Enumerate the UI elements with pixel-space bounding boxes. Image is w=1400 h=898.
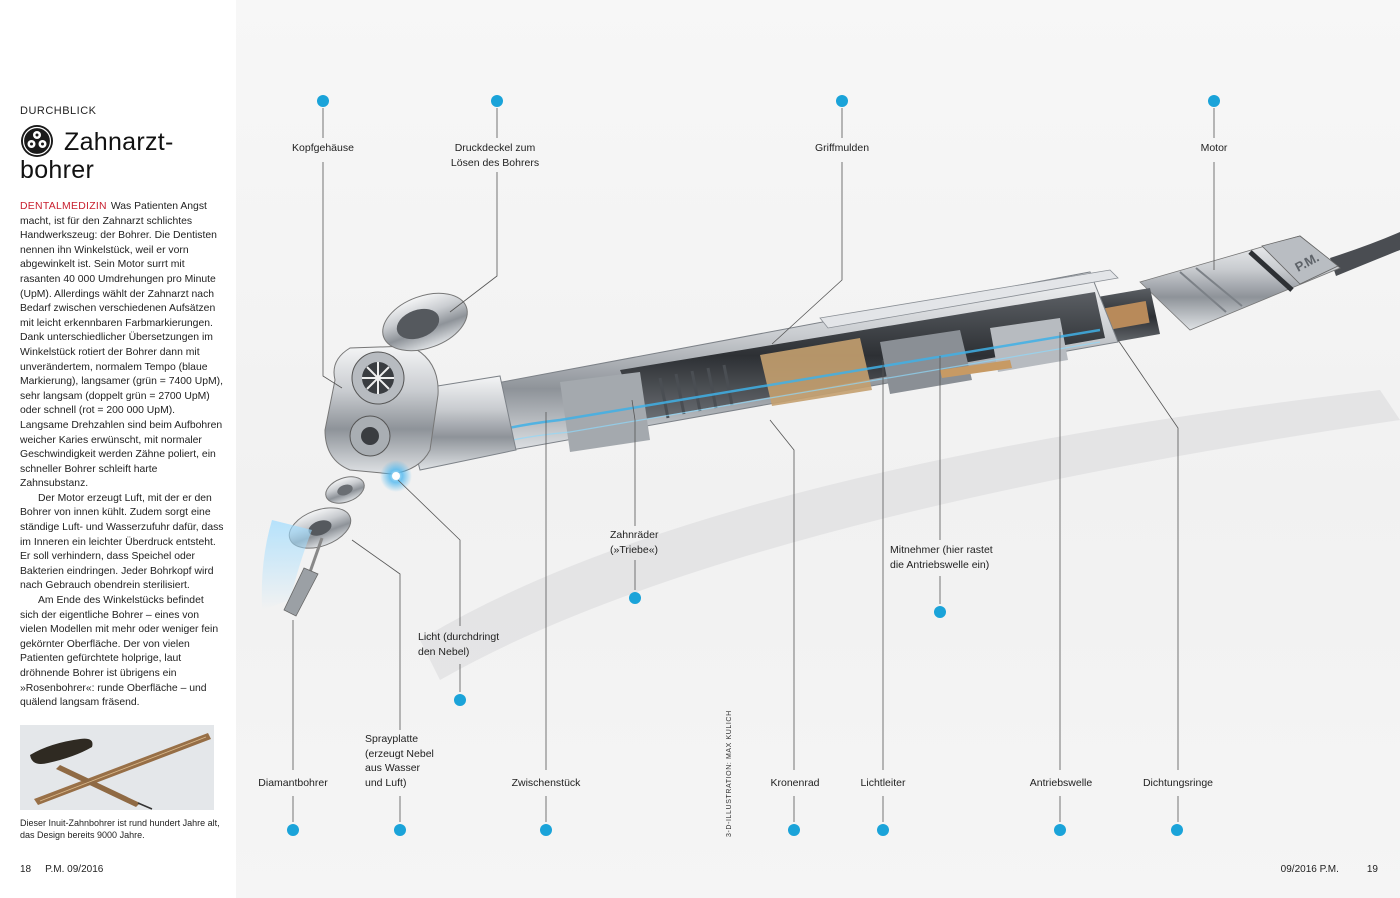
- department-label: DENTALMEDIZIN: [20, 201, 107, 212]
- label-zahnraeder: Zahnräder (»Triebe«): [610, 528, 658, 557]
- label-zahnraeder-line-1: Zahnräder: [610, 529, 659, 541]
- marker-dichtungsringe: [1171, 824, 1183, 836]
- label-licht-line-1: Licht (durchdringt: [418, 631, 500, 643]
- pressure-lid: [382, 292, 468, 352]
- handpiece-shadow: [420, 390, 1400, 680]
- magazine-issue-left: P.M. 09/2016: [45, 864, 104, 875]
- motor-cable: [1330, 232, 1400, 276]
- label-lichtleiter: Lichtleiter: [860, 777, 906, 789]
- body-paragraph-3: Am Ende des Winkelstücks befindet sich d…: [20, 595, 219, 709]
- footer-left: 18 P.M. 09/2016: [20, 864, 117, 875]
- marker-sprayplatte: [394, 824, 406, 836]
- label-zwischenstueck: Zwischenstück: [511, 777, 581, 789]
- marker-kopfgehaeuse: [317, 95, 329, 107]
- body-paragraph-1-text: Was Patienten Angst macht, ist für den Z…: [20, 201, 223, 490]
- marker-antriebswelle: [1054, 824, 1066, 836]
- spray-plate: [325, 476, 365, 504]
- label-sprayplatte-line-3: aus Wasser: [365, 762, 421, 774]
- marker-zahnraeder: [629, 592, 641, 604]
- motor-unit: P.M.: [1139, 235, 1341, 331]
- label-dichtungsringe: Dichtungsringe: [1142, 777, 1214, 789]
- label-licht: Licht (durchdringt den Nebel): [418, 630, 499, 659]
- marker-zwischenstueck: [540, 824, 552, 836]
- label-zahnraeder-line-2: (»Triebe«): [610, 543, 659, 556]
- photo-caption: Dieser Inuit-Zahnbohrer ist rund hundert…: [20, 818, 220, 840]
- footer-right: 09/2016 P.M. 19: [1281, 864, 1378, 875]
- label-kronenrad: Kronenrad: [770, 777, 820, 789]
- label-druckdeckel: Druckdeckel zum Lösen des Bohrers: [451, 141, 539, 170]
- light-source: [392, 472, 400, 480]
- handpiece-body: [469, 269, 1119, 453]
- page-number-left: 18: [20, 864, 32, 875]
- inuit-drill-photo: [20, 725, 214, 810]
- marker-diamantbohrer: [287, 824, 299, 836]
- label-griffmulden: Griffmulden: [814, 142, 870, 154]
- label-sprayplatte-line-2: (erzeugt Nebel: [365, 747, 434, 760]
- label-mitnehmer-line-1: Mitnehmer (hier rastet: [890, 544, 993, 556]
- label-sprayplatte-line-4: und Luft): [365, 776, 407, 789]
- label-mitnehmer: Mitnehmer (hier rastet die Antriebswelle…: [890, 543, 993, 572]
- label-druckdeckel-line-2: Lösen des Bohrers: [450, 156, 540, 169]
- label-diamantbohrer: Diamantbohrer: [258, 777, 328, 789]
- marker-kronenrad: [788, 824, 800, 836]
- label-mitnehmer-line-2: die Antriebswelle ein): [890, 558, 990, 571]
- marker-mitnehmer: [934, 606, 946, 618]
- diamond-bur: [283, 537, 324, 617]
- magazine-issue-right: 09/2016 P.M.: [1280, 864, 1339, 875]
- label-druckdeckel-line-1: Druckdeckel zum: [454, 142, 536, 154]
- body-paragraph-2: Der Motor erzeugt Luft, mit der er den B…: [20, 492, 224, 592]
- marker-lichtleiter: [877, 824, 889, 836]
- label-motor: Motor: [1200, 142, 1228, 154]
- section-kicker: DURCHBLICK: [20, 105, 97, 117]
- article-title-line-1: Zahnarzt-: [64, 128, 174, 156]
- marker-griffmulden: [836, 95, 848, 107]
- article-title-line-2: bohrer: [20, 156, 95, 184]
- spray-mist: [261, 520, 312, 610]
- label-licht-line-2: den Nebel): [418, 645, 470, 658]
- label-antriebswelle: Antriebswelle: [1029, 777, 1093, 789]
- callout-markers: [287, 95, 1220, 836]
- head-housing: [324, 345, 439, 475]
- label-kopfgehaeuse: Kopfgehäuse: [292, 142, 354, 154]
- marker-motor: [1208, 95, 1220, 107]
- marker-druckdeckel: [491, 95, 503, 107]
- callout-lines: [292, 108, 1215, 822]
- page-number-right: 19: [1366, 864, 1378, 875]
- marker-licht: [454, 694, 466, 706]
- label-sprayplatte: Sprayplatte (erzeugt Nebel aus Wasser un…: [365, 732, 434, 790]
- gears-icon: [21, 125, 53, 157]
- label-sprayplatte-line-1: Sprayplatte: [365, 733, 419, 745]
